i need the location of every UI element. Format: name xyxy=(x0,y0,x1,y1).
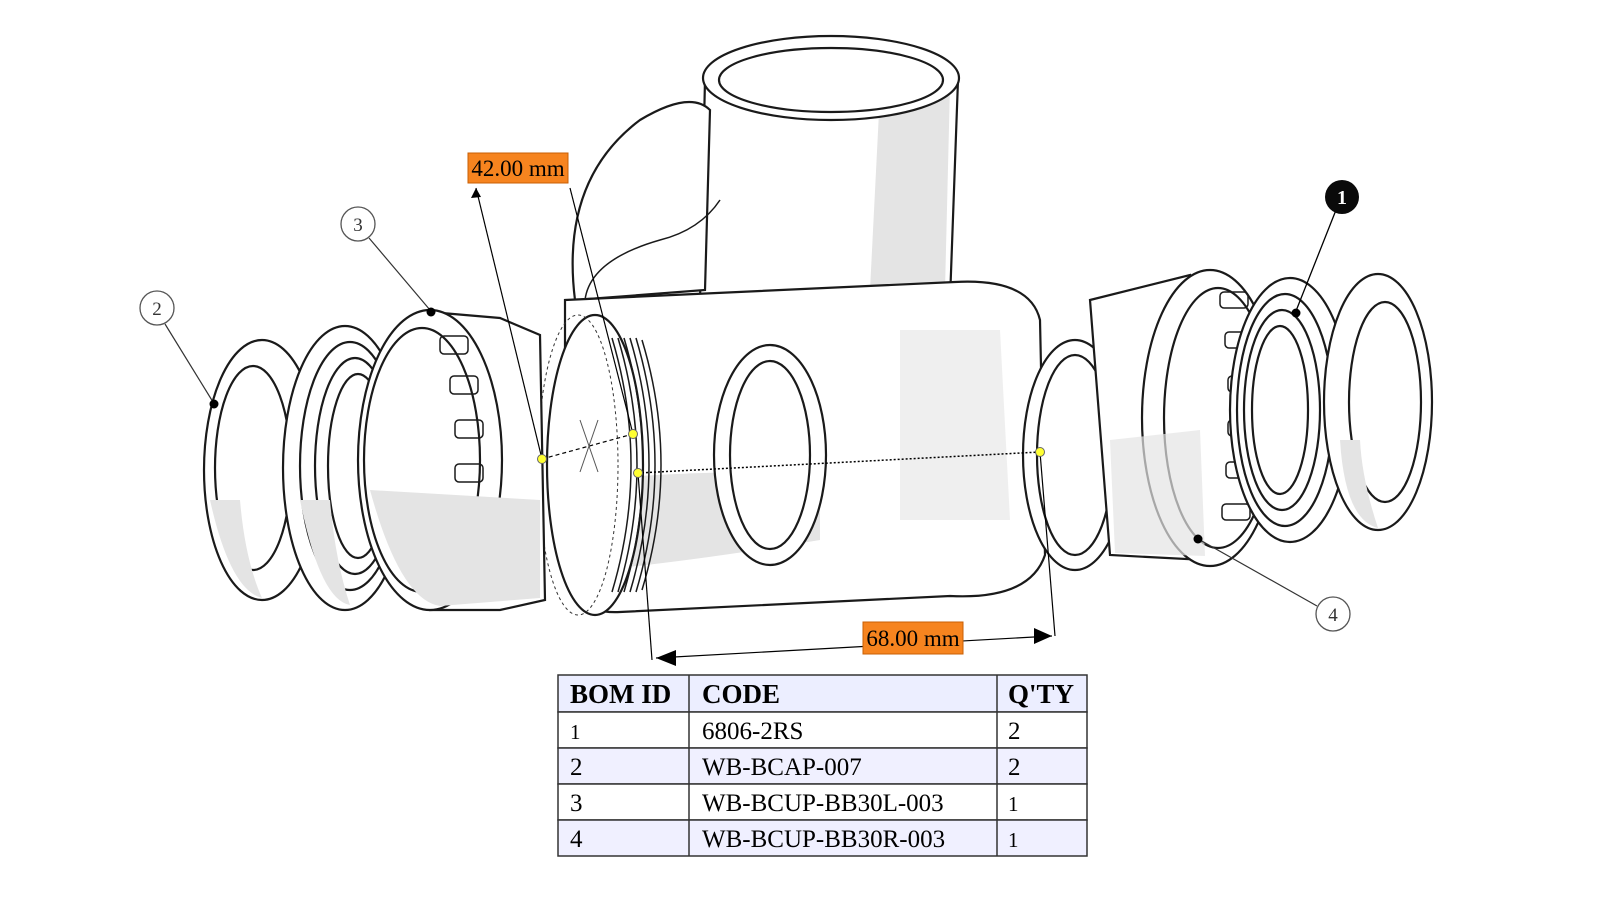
bom-table: BOM ID CODE Q'TY 1 6806-2RS 2 2 WB-BCAP-… xyxy=(557,674,1088,857)
bom-cell-code: 6806-2RS xyxy=(702,718,803,745)
balloon-4: 4 xyxy=(1193,534,1351,632)
bom-cell-id: 2 xyxy=(570,754,583,781)
svg-text:2: 2 xyxy=(152,299,162,320)
width-dimension-label[interactable]: 68.00 mm xyxy=(862,621,964,655)
svg-text:1: 1 xyxy=(1337,187,1347,209)
measure-point[interactable] xyxy=(1035,447,1045,457)
diameter-value: 42.00 mm xyxy=(471,156,564,181)
bom-header-row: BOM ID CODE Q'TY xyxy=(557,674,1088,713)
bom-header-qty: Q'TY xyxy=(1008,679,1074,709)
measure-point[interactable] xyxy=(537,454,547,464)
svg-text:3: 3 xyxy=(353,215,363,236)
bom-cell-qty: 1 xyxy=(1008,828,1019,852)
bom-cell-code: WB-BCAP-007 xyxy=(702,754,862,781)
balloon-2: 2 xyxy=(139,290,219,409)
bearing-right xyxy=(1228,276,1352,544)
diameter-dimension-label[interactable]: 42.00 mm xyxy=(467,152,569,184)
bom-header-id: BOM ID xyxy=(570,679,671,709)
measure-point[interactable] xyxy=(633,468,643,478)
bom-cell-code: WB-BCUP-BB30R-003 xyxy=(702,826,945,853)
bom-cell-id: 4 xyxy=(570,826,583,853)
bottom-bracket-shell xyxy=(537,34,1129,617)
bom-cell-id: 1 xyxy=(570,720,581,744)
table-row: 2 WB-BCAP-007 2 xyxy=(557,747,1088,785)
bom-cell-qty: 2 xyxy=(1008,754,1021,781)
table-row: 3 WB-BCUP-BB30L-003 1 xyxy=(557,783,1088,821)
bom-cell-qty: 2 xyxy=(1008,718,1021,745)
width-measure-lines xyxy=(637,451,1056,666)
width-value: 68.00 mm xyxy=(866,626,959,651)
bearing-cap-right xyxy=(1322,272,1434,532)
bom-header-code: CODE xyxy=(702,679,780,709)
bearing-cup-left xyxy=(356,308,547,612)
balloon-1: 1 xyxy=(1291,180,1359,318)
bom-cell-code: WB-BCUP-BB30L-003 xyxy=(702,790,944,817)
bom-cell-id: 3 xyxy=(570,790,583,817)
diameter-measure-lines xyxy=(471,187,634,473)
measure-point[interactable] xyxy=(628,429,638,439)
table-row: 1 6806-2RS 2 xyxy=(557,711,1088,749)
measure-points xyxy=(537,429,1045,478)
table-row: 4 WB-BCUP-BB30R-003 1 xyxy=(557,819,1088,857)
svg-text:4: 4 xyxy=(1328,605,1338,626)
bom-cell-qty: 1 xyxy=(1008,792,1019,816)
balloon-3: 3 xyxy=(340,206,436,317)
